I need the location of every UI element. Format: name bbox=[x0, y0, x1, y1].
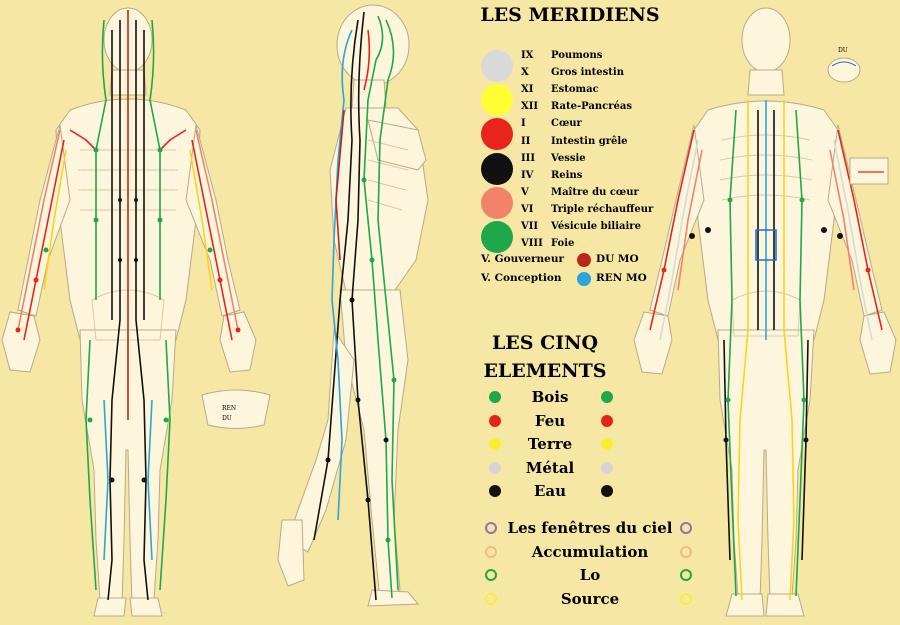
point-ring-left bbox=[485, 522, 497, 534]
meridian-name: Estomac bbox=[551, 84, 599, 96]
meridian-color-dot bbox=[481, 84, 513, 117]
meridian-numeral: IX bbox=[521, 50, 534, 61]
meridian-row: XII Rate-Pancréas bbox=[521, 100, 632, 114]
meridian-color-dot bbox=[481, 221, 513, 253]
meridian-name: Reins bbox=[551, 169, 583, 181]
point-ring-right bbox=[680, 545, 692, 558]
meridian-numeral: I bbox=[521, 118, 526, 130]
elements-title-line1: LES CINQ bbox=[491, 332, 599, 354]
meridian-name: Vessie bbox=[551, 152, 586, 164]
back-inset-label-ren: REN bbox=[222, 405, 236, 412]
meridian-numeral: II bbox=[521, 135, 531, 147]
meridian-numeral: XII bbox=[521, 101, 539, 113]
point-ring-right bbox=[680, 592, 692, 605]
meridian-numeral: VI bbox=[521, 203, 534, 215]
meridian-row: V Maître du cœur bbox=[521, 186, 639, 200]
point-ring-right bbox=[680, 522, 692, 534]
meridian-name: Foie bbox=[551, 238, 575, 250]
vessel-conception-code: REN MO bbox=[596, 272, 647, 284]
meridian-name: Triple réchauffeur bbox=[551, 203, 654, 215]
meridian-row: II Intestin grêle bbox=[521, 135, 628, 149]
point-ring-right bbox=[680, 569, 692, 581]
meridian-row: VI Triple réchauffeur bbox=[521, 203, 653, 217]
meridian-name: Vésicule biliaire bbox=[551, 221, 641, 232]
element-dot-left bbox=[489, 485, 501, 497]
meridians-title: LES MERIDIENS bbox=[480, 4, 660, 26]
meridian-name: Intestin grêle bbox=[551, 135, 628, 147]
element-label: Feu bbox=[534, 411, 566, 430]
point-ring-left bbox=[485, 569, 497, 581]
meridian-row: IX Poumons bbox=[521, 49, 602, 63]
element-dot-right bbox=[601, 414, 613, 427]
vessel-gouverneur-dot bbox=[577, 253, 591, 267]
front-inset-label-du: DU bbox=[838, 47, 848, 54]
meridian-numeral: X bbox=[521, 67, 529, 79]
meridian-row: VIII Foie bbox=[521, 237, 574, 251]
meridian-row: X Gros intestin bbox=[521, 66, 624, 80]
element-label: Eau bbox=[533, 482, 567, 500]
element-dot-left bbox=[489, 391, 501, 403]
element-dot-left bbox=[489, 438, 501, 450]
meridian-name: Maître du cœur bbox=[551, 186, 639, 198]
element-dot-right bbox=[601, 485, 613, 497]
meridian-numeral: IV bbox=[521, 169, 534, 181]
meridian-color-dot bbox=[481, 186, 513, 219]
point-label: Source bbox=[560, 589, 620, 608]
meridian-numeral: VIII bbox=[521, 238, 543, 250]
meridian-numeral: XI bbox=[521, 84, 534, 96]
meridian-numeral: III bbox=[521, 152, 536, 164]
element-label: Bois bbox=[531, 388, 569, 406]
element-dot-right bbox=[601, 438, 613, 450]
meridian-color-dot bbox=[481, 118, 513, 151]
elements-title-line2: ELEMENTS bbox=[483, 360, 607, 382]
element-dot-left bbox=[489, 414, 501, 427]
side-view-figure bbox=[277, 4, 429, 607]
meridian-name: Gros intestin bbox=[551, 67, 624, 79]
vessel-conception-label: V. Conception bbox=[481, 272, 562, 284]
meridian-row: I Cœur bbox=[521, 117, 582, 131]
meridian-numeral: V bbox=[521, 186, 529, 198]
meridian-name: Rate-Pancréas bbox=[551, 101, 632, 113]
point-ring-left bbox=[485, 545, 497, 558]
meridian-color-dot bbox=[481, 152, 513, 185]
meridian-name: Poumons bbox=[551, 50, 603, 61]
point-ring-left bbox=[485, 592, 497, 605]
meridian-row: III Vessie bbox=[521, 152, 586, 166]
element-dot-left bbox=[489, 461, 501, 474]
point-label: Lo bbox=[579, 566, 601, 584]
vessel-gouverneur-label: V. Gouverneur bbox=[481, 253, 565, 265]
vessel-conception-dot bbox=[577, 272, 591, 286]
meridian-row: IV Reins bbox=[521, 169, 582, 183]
meridian-row: XI Estomac bbox=[521, 83, 599, 97]
vessel-gouverneur-code: DU MO bbox=[596, 253, 639, 265]
meridian-color-dot bbox=[481, 50, 513, 82]
point-label: Les fenêtres du ciel bbox=[507, 519, 673, 537]
element-dot-right bbox=[601, 461, 613, 474]
meridian-row: VII Vésicule biliaire bbox=[521, 220, 641, 234]
meridian-name: Cœur bbox=[551, 118, 582, 130]
back-inset-label-du: DU bbox=[222, 415, 232, 422]
element-label: Terre bbox=[527, 435, 573, 453]
point-label: Accumulation bbox=[531, 542, 649, 561]
front-view-figure: DU bbox=[633, 7, 897, 617]
back-view-figure: REN DU bbox=[1, 7, 271, 617]
meridian-numeral: VII bbox=[521, 221, 539, 232]
element-dot-right bbox=[601, 391, 613, 403]
element-label: Métal bbox=[525, 458, 575, 477]
